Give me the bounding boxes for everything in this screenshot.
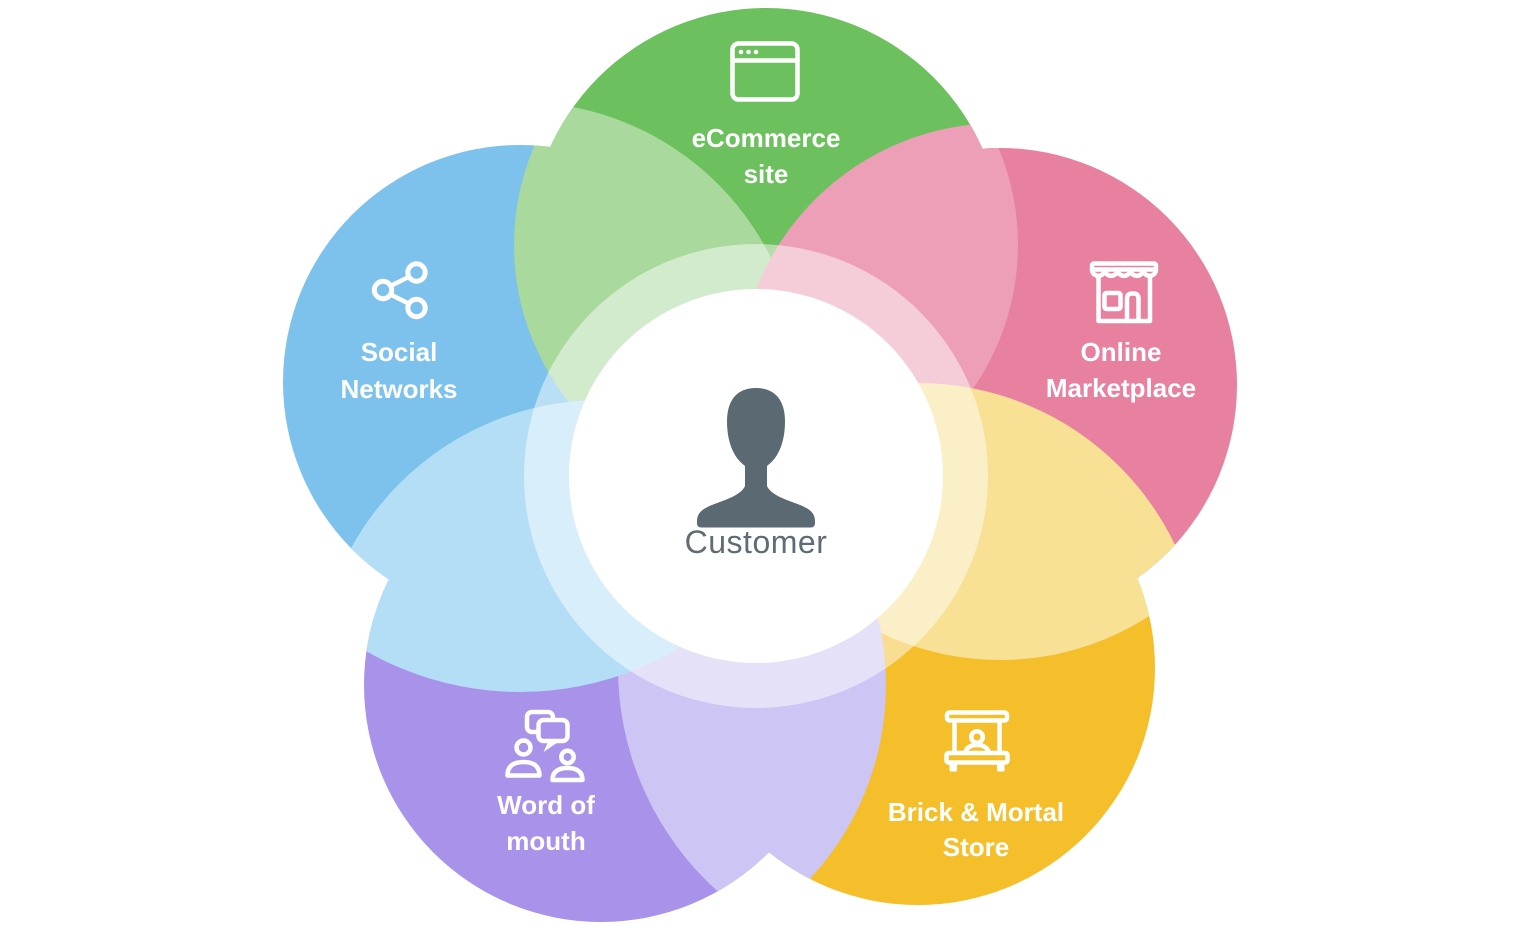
label-word-of-mouth-line1: Word of <box>497 790 595 820</box>
label-social-line1: Social <box>361 337 438 367</box>
label-brick-mortal-line1: Brick & Mortal <box>888 797 1064 827</box>
label-marketplace-line1: Online <box>1081 337 1162 367</box>
label-brick-mortal-line2: Store <box>943 832 1009 862</box>
share-network-icon <box>371 261 428 320</box>
market-stall-icon <box>944 710 1010 772</box>
customer-label: Customer <box>685 524 828 560</box>
label-ecommerce-line2: site <box>744 159 789 189</box>
label-word-of-mouth-line2: mouth <box>506 826 585 856</box>
people-chat-icon <box>505 709 585 783</box>
label-social-line2: Networks <box>340 374 457 404</box>
label-ecommerce-line1: eCommerce <box>692 123 841 153</box>
storefront-icon <box>1089 261 1159 324</box>
browser-window-icon <box>730 41 800 102</box>
label-marketplace-line2: Marketplace <box>1046 373 1196 403</box>
person-silhouette-icon <box>697 388 815 528</box>
